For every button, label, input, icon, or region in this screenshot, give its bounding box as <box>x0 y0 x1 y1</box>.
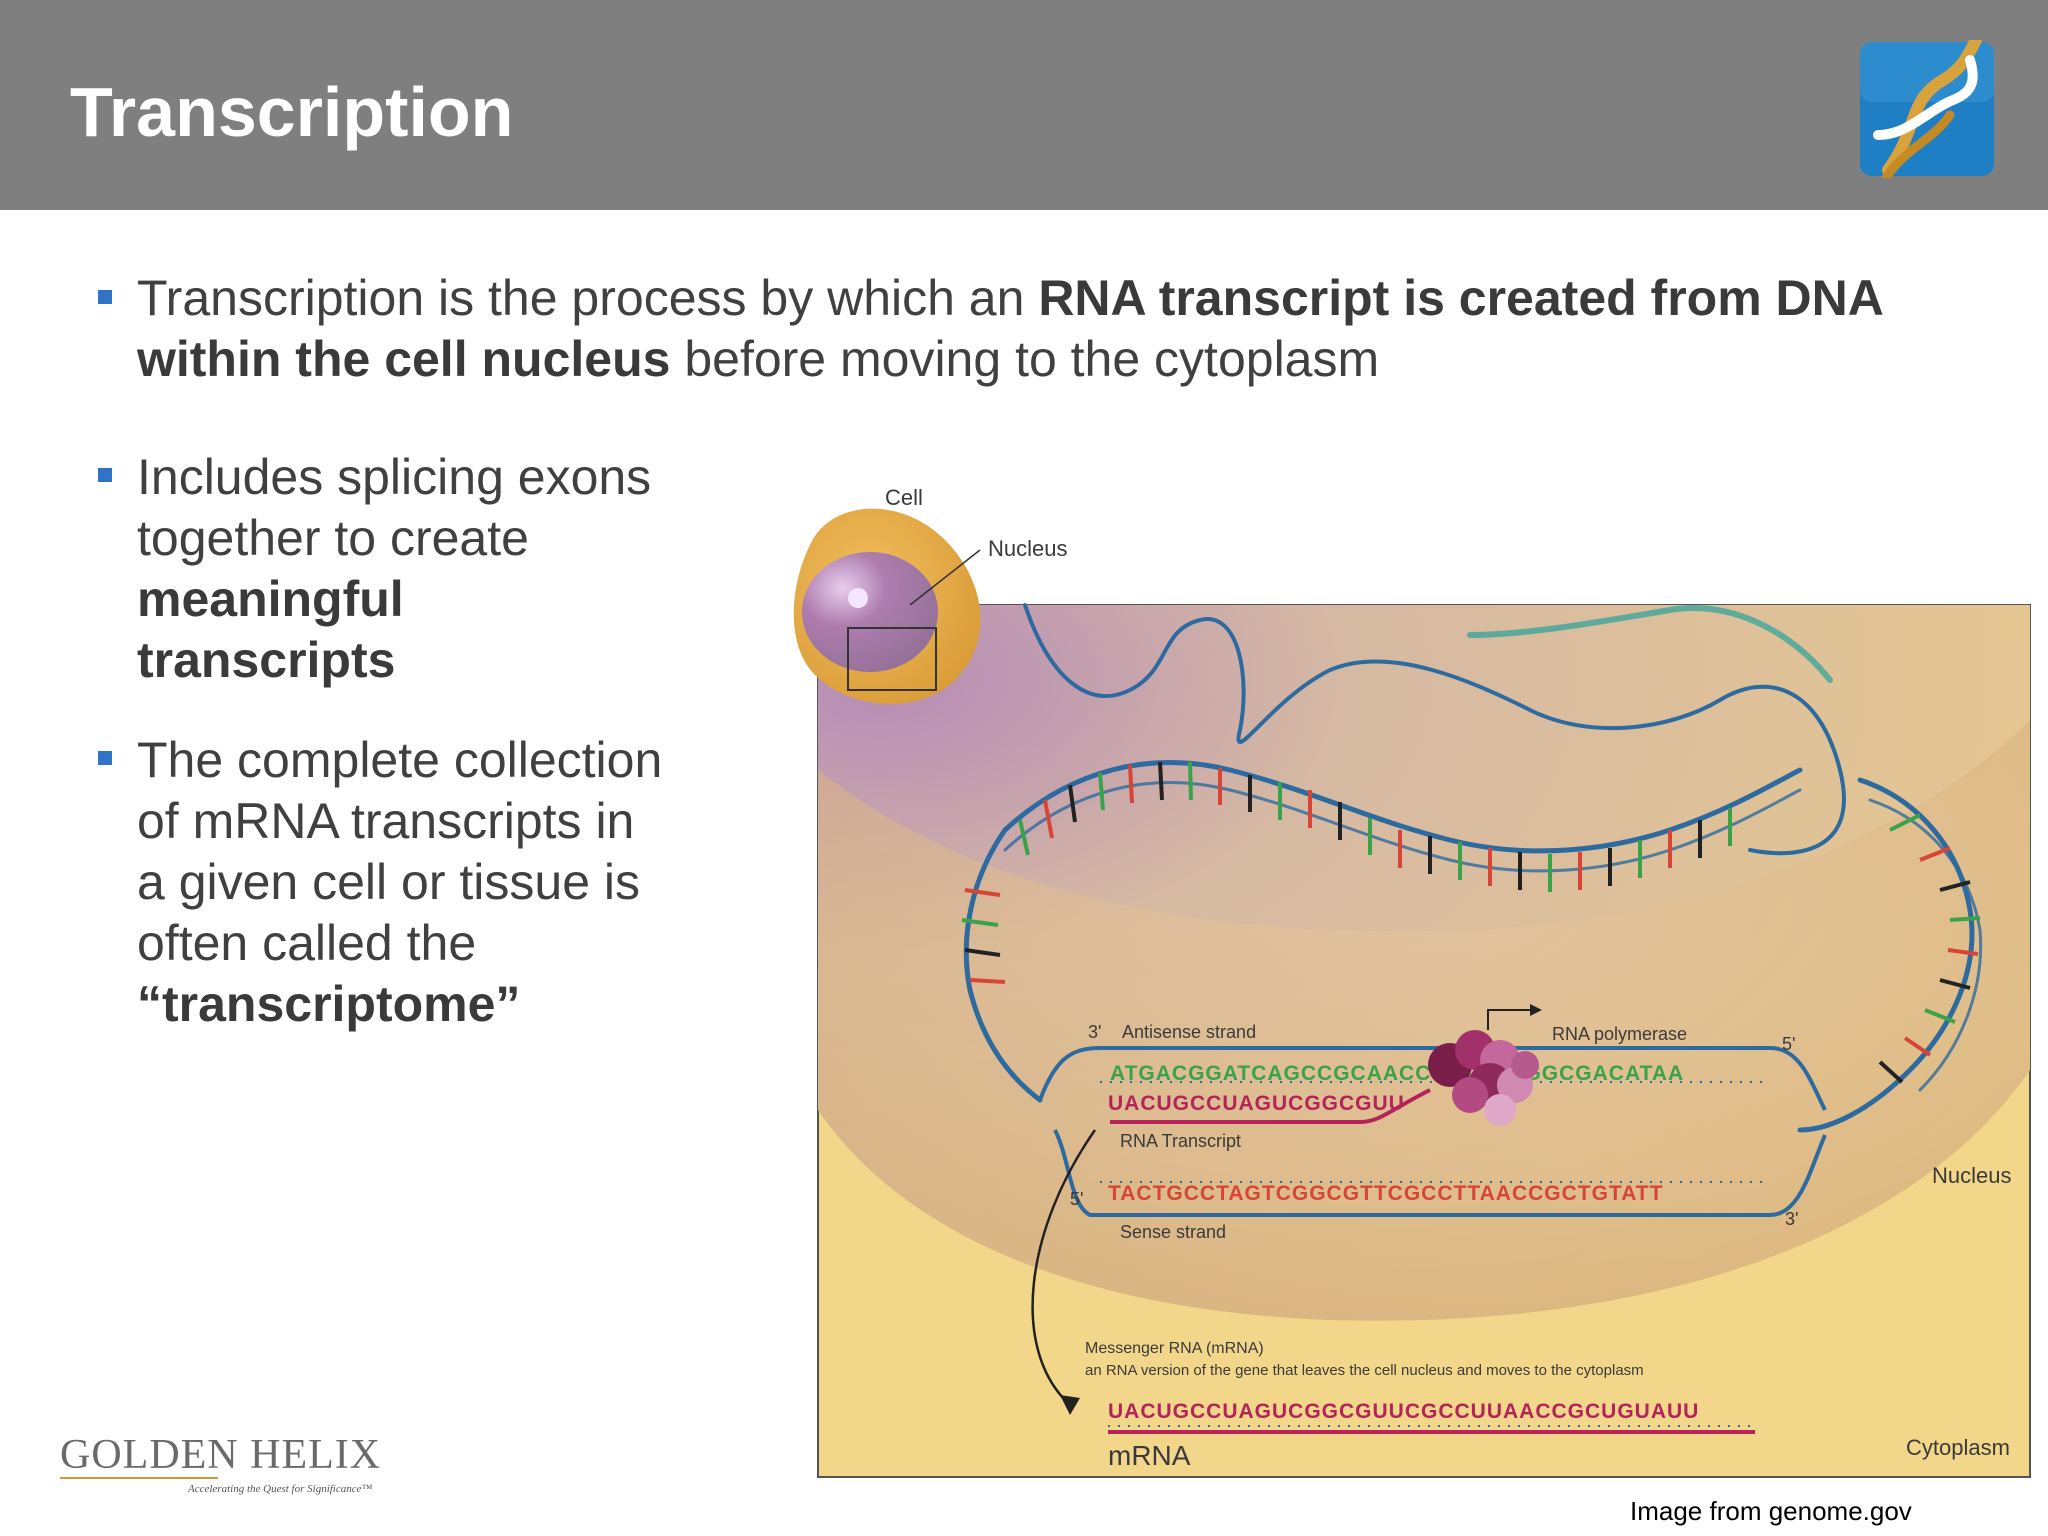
cell-label: Cell <box>885 485 923 510</box>
bullet-text: a given cell or tissue is <box>137 854 641 910</box>
golden-helix-logo: GOLDEN HELIX Accelerating the Quest for … <box>60 1432 381 1495</box>
nucleus-region-label: Nucleus <box>1932 1163 2011 1188</box>
rna-transcript-strand <box>1110 1088 1431 1124</box>
rna-polymerase-label: RNA polymerase <box>1552 1024 1687 1044</box>
bullet-marker <box>98 468 112 482</box>
antisense-strand-label: Antisense strand <box>1122 1022 1256 1042</box>
mrna-title: Messenger RNA (mRNA) <box>1085 1340 1264 1357</box>
bullet-text: Includes splicing exons <box>137 449 652 505</box>
logo-tagline: Accelerating the Quest for Significance™ <box>187 1483 373 1495</box>
rna-polymerase-icon <box>1428 1030 1539 1126</box>
antisense-3prime-label: 3' <box>1088 1022 1101 1042</box>
bullet-bold-text: within the cell nucleus <box>137 331 671 387</box>
bullet-transcription-definition: Transcription is the process by which an… <box>137 268 2017 390</box>
sense-strand <box>1053 1129 1827 1217</box>
bullet-transcriptome: The complete collection of mRNA transcri… <box>137 730 757 1035</box>
sense-3prime-label: 3' <box>1785 1209 1798 1229</box>
bullet-bold-text: transcripts <box>137 632 396 688</box>
dna-logo-icon <box>1860 40 1994 178</box>
image-credit: Image from genome.gov <box>1630 1496 1912 1526</box>
antisense-sequence: ATGACGGATCAGCCGCAACCGGCATTGGCGACATAA <box>1110 1062 1684 1085</box>
sense-sequence: TACTGCCTAGTCGGCGTTCGCCTTAACCGCTGTATT <box>1108 1182 1663 1205</box>
nucleus-pointer-label: Nucleus <box>988 536 1067 561</box>
dna-base-pairs <box>961 761 1981 1084</box>
bullet-splicing-exons: Includes splicing exons together to crea… <box>137 447 737 691</box>
mrna-label: mRNA <box>1108 1440 1191 1471</box>
sense-strand-label: Sense strand <box>1120 1222 1226 1242</box>
rna-transcript-label: RNA Transcript <box>1120 1131 1241 1151</box>
mrna-description: an RNA version of the gene that leaves t… <box>1085 1362 1644 1379</box>
bullet-text: of mRNA transcripts in <box>137 793 635 849</box>
bullet-bold-text: “transcriptome” <box>137 976 521 1032</box>
antisense-strand <box>1038 1046 1827 1111</box>
transcription-diagram: Cell Nucleus <box>793 485 2031 1478</box>
bullet-marker <box>98 751 112 765</box>
bullet-text: Transcription is the process by which an <box>137 270 1039 326</box>
zoom-box <box>847 627 937 691</box>
slide-title: Transcription <box>70 73 514 151</box>
bullet-text: before moving to the cytoplasm <box>670 331 1380 387</box>
export-arrow <box>1031 1129 1097 1406</box>
logo-wordmark: GOLDEN HELIX <box>60 1432 381 1478</box>
sense-5prime-label: 5' <box>1070 1189 1083 1209</box>
cytoplasm-label: Cytoplasm <box>1906 1435 2010 1460</box>
bullet-text: The complete collection <box>137 732 663 788</box>
rna-transcript-sequence: UACUGCCUAGUCGGCGUU <box>1108 1092 1405 1115</box>
bullet-bold-text: RNA transcript is created from DNA <box>1038 270 1884 326</box>
bullet-marker <box>98 290 112 304</box>
five-prime-label: 5' <box>1782 1034 1795 1054</box>
title-bar <box>0 0 2048 210</box>
cell-nucleus-icon <box>802 552 938 672</box>
bullet-text: together to create <box>137 510 529 566</box>
mrna-sequence: UACUGCCUAGUCGGCGUUCGCCUUAACCGCUGUAUU <box>1108 1400 1699 1423</box>
bullet-bold-text: meaningful <box>137 571 404 627</box>
bullet-text: often called the <box>137 915 477 971</box>
